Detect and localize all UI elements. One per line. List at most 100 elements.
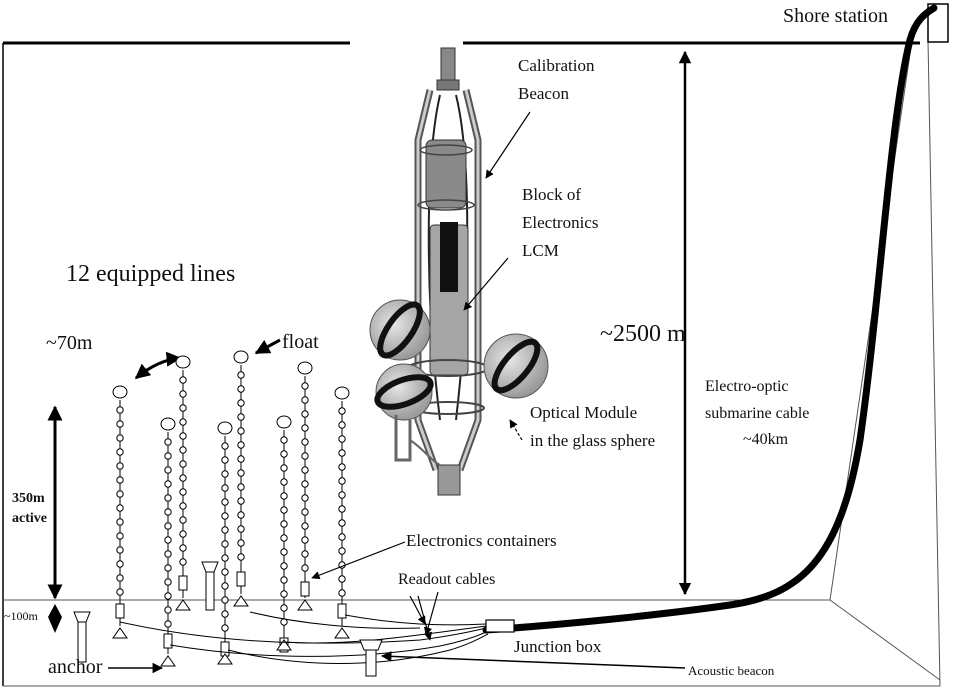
storey-node [179, 390, 187, 398]
storey-node [237, 413, 245, 421]
detector-line [276, 415, 292, 653]
readout-cables-arrow-b [423, 591, 439, 636]
float-buoy [112, 385, 128, 399]
storey-node [221, 456, 229, 464]
detector-line [217, 421, 233, 665]
submarine-cable [482, 4, 938, 634]
junction-box-label: Junction box [514, 637, 602, 656]
acoustic-beacon-label: Acoustic beacon [688, 663, 775, 678]
storey-node [301, 494, 309, 502]
float-buoy [160, 417, 176, 431]
storey-node [179, 418, 187, 426]
storey-node [221, 554, 229, 562]
electronics-container [163, 633, 173, 649]
storey-node [301, 550, 309, 558]
line-anchor [297, 599, 313, 611]
detector-line [112, 385, 128, 639]
electronics-container [337, 603, 347, 619]
storey-node [164, 550, 172, 558]
storey-node [280, 520, 288, 528]
storey-node [164, 592, 172, 600]
readout-cables-arrow-a [417, 595, 433, 641]
float-buoy [276, 415, 292, 429]
storey-node [179, 404, 187, 412]
line-anchor [276, 639, 292, 651]
storey-node [116, 546, 124, 554]
anchor-label: anchor [48, 656, 103, 678]
line-anchor [334, 627, 350, 639]
electronics-containers-label: Electronics containers [406, 531, 557, 550]
storey-node [116, 532, 124, 540]
storey-node [301, 466, 309, 474]
block-electronics-label-2: Electronics [522, 213, 599, 232]
storey-node [280, 576, 288, 584]
shore-station-label: Shore station [783, 5, 888, 27]
storey-node [164, 452, 172, 460]
storey-node [116, 448, 124, 456]
detector-line [160, 417, 176, 667]
electronics-container [236, 571, 246, 587]
storey-node [221, 470, 229, 478]
storey-node [338, 533, 346, 541]
storey-node [164, 578, 172, 586]
storey-node [280, 548, 288, 556]
electronics-container [115, 603, 125, 619]
storey-node [116, 504, 124, 512]
beacon-post-mid [201, 561, 219, 611]
electronics-containers-arrow [311, 541, 406, 580]
float-buoy [233, 350, 249, 364]
storey-node [280, 562, 288, 570]
storey-node [301, 438, 309, 446]
block-electronics-label-3: LCM [522, 241, 559, 260]
storey-node [338, 589, 346, 597]
storey-node [237, 427, 245, 435]
storey-node [280, 478, 288, 486]
storey-node [164, 438, 172, 446]
storey-node [280, 506, 288, 514]
storey-node [164, 522, 172, 530]
seabed-outline [3, 39, 941, 687]
storey-node [301, 396, 309, 404]
line-anchor [160, 655, 176, 667]
storey-node [301, 382, 309, 390]
storey-node [164, 606, 172, 614]
storey-node [221, 624, 229, 632]
shore-station-building [927, 3, 949, 43]
storey-node [301, 522, 309, 530]
storey-node [116, 560, 124, 568]
storey-node [221, 582, 229, 590]
storey-node [237, 441, 245, 449]
optical-module-arrow [509, 419, 523, 441]
storey-node [237, 483, 245, 491]
active-label-1: 350m [12, 491, 45, 506]
storey-node [237, 497, 245, 505]
storey-node [338, 407, 346, 415]
storey-node [116, 476, 124, 484]
storey-node [338, 463, 346, 471]
lcm-arrow [463, 257, 509, 311]
storey-node [179, 460, 187, 468]
detector-line [334, 386, 350, 639]
spacing-label: ~70m [46, 332, 93, 354]
storey-node [116, 406, 124, 414]
storey-node [164, 620, 172, 628]
detector-line [233, 350, 249, 607]
storey-node [179, 544, 187, 552]
optical-module-label-2: in the glass sphere [530, 431, 656, 450]
storey-node [164, 508, 172, 516]
storey-node [301, 536, 309, 544]
float-buoy [297, 361, 313, 375]
storey-node [237, 371, 245, 379]
storey-node [237, 511, 245, 519]
storey-node [338, 491, 346, 499]
storey-node [338, 449, 346, 457]
detector-line [175, 355, 191, 611]
storey-node [164, 494, 172, 502]
storey-node [338, 547, 346, 555]
storey-node [301, 480, 309, 488]
storey-node [221, 568, 229, 576]
storey-node [221, 442, 229, 450]
cable-label-3: ~40km [743, 431, 789, 448]
storey-node [301, 564, 309, 572]
